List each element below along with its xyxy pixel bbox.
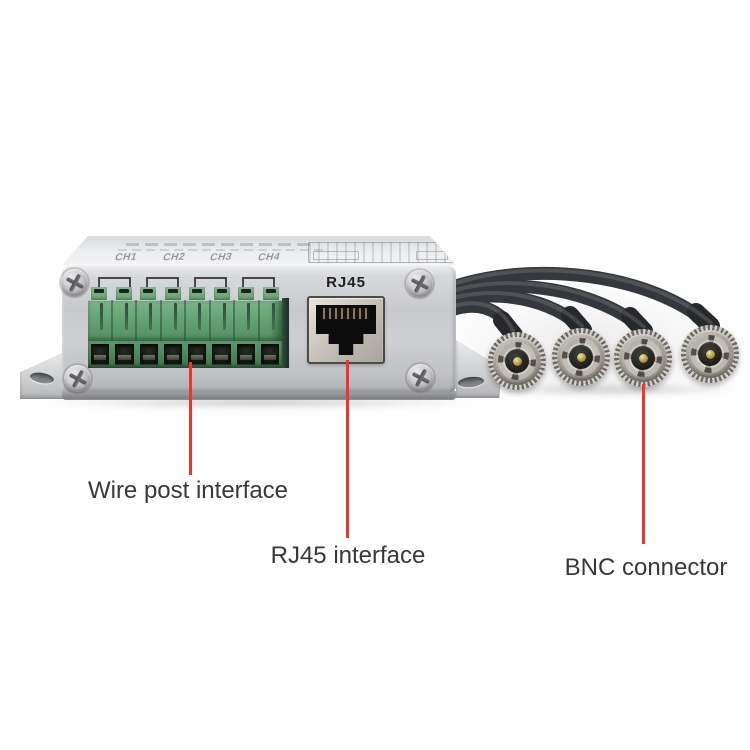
wiring-diagram-print — [308, 242, 454, 263]
bnc-connector-4 — [681, 325, 739, 383]
label-wire-post-interface: Wire post interface — [87, 477, 289, 504]
bnc-center-pin — [638, 353, 648, 363]
flange-hole-left — [29, 370, 55, 386]
device-base-edge — [62, 391, 456, 400]
screw-bottom-right — [407, 364, 434, 391]
label-rj45-interface: RJ45 interface — [270, 542, 426, 569]
top-print-line — [118, 249, 323, 251]
wire-post-terminal-block — [88, 287, 289, 368]
screw-top-right — [406, 270, 433, 297]
bnc-center-pin — [512, 356, 522, 366]
bnc-connector-2 — [552, 328, 610, 386]
terminal-block-body — [88, 300, 282, 341]
rj45-port — [307, 296, 385, 364]
rj45-jack-opening — [316, 305, 376, 355]
channel-label-ch4: CH4 — [256, 251, 282, 264]
flange-hole-right — [457, 375, 485, 389]
callout-line-wire-post — [189, 362, 192, 475]
channel-label-ch1: CH1 — [113, 251, 139, 264]
screw-bottom-left — [64, 365, 91, 392]
terminal-screw-posts — [88, 287, 282, 300]
wire-entry-row — [88, 341, 282, 368]
rj45-pins — [323, 308, 369, 319]
rj45-port-label: RJ45 — [326, 274, 366, 291]
bnc-connector-1 — [488, 332, 546, 390]
callout-line-bnc — [642, 384, 645, 544]
bnc-connector-3 — [614, 329, 672, 387]
callout-line-rj45 — [346, 360, 349, 538]
top-print-line — [126, 243, 312, 246]
bnc-center-pin — [576, 352, 586, 362]
label-bnc-connector: BNC connector — [564, 554, 728, 581]
screw-top-left — [61, 269, 88, 296]
bnc-ground-shadow — [478, 383, 746, 396]
bnc-center-pin — [705, 349, 715, 359]
device-top-face — [62, 236, 456, 265]
mounting-flange-left — [20, 352, 64, 399]
channel-label-ch3: CH3 — [208, 251, 234, 264]
channel-label-ch2: CH2 — [161, 251, 187, 264]
